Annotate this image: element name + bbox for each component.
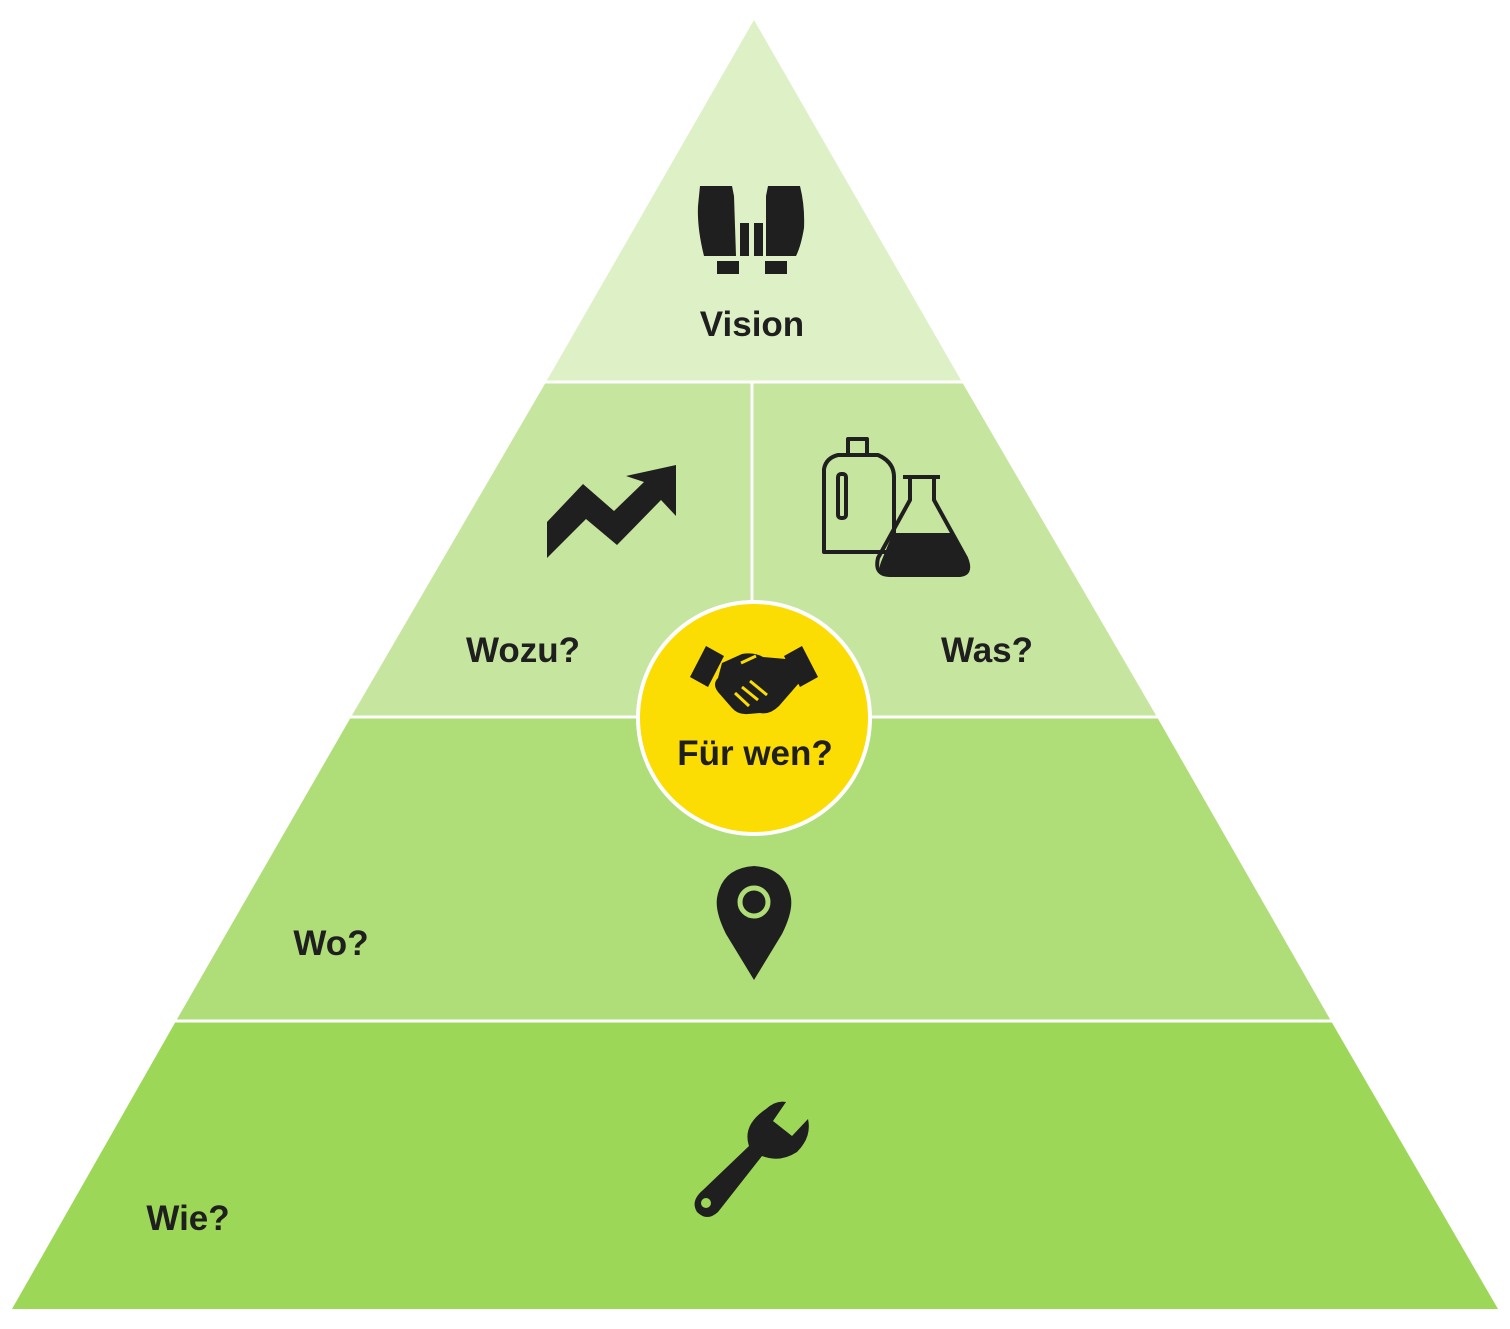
- bottle-flask-icon: [822, 437, 971, 577]
- label-wozu: Wozu?: [466, 631, 580, 670]
- label-wie: Wie?: [146, 1199, 229, 1238]
- binoculars-icon: [697, 186, 805, 274]
- label-was: Was?: [941, 631, 1033, 670]
- tier-vision: [546, 20, 962, 382]
- center-badge: [636, 600, 872, 836]
- map-pin-icon: [716, 866, 792, 980]
- label-vision: Vision: [700, 305, 804, 344]
- tier-wie: [12, 1021, 1498, 1309]
- handshake-icon: [690, 646, 818, 715]
- wrench-icon: [694, 1101, 809, 1217]
- label-fuer-wen: Für wen?: [677, 734, 833, 773]
- label-wo: Wo?: [293, 924, 368, 963]
- trend-arrow-icon: [547, 465, 676, 558]
